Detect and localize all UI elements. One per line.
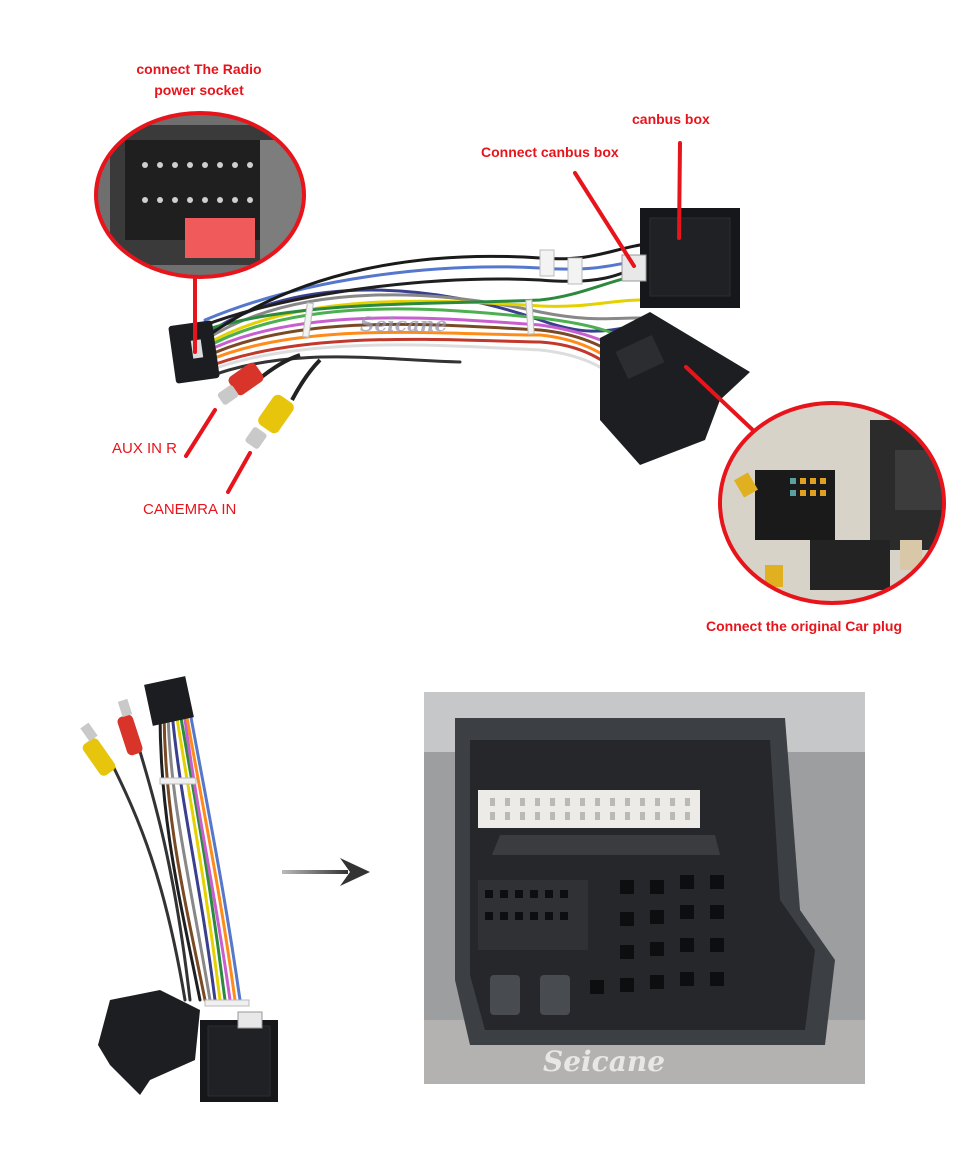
rca-camera-in	[245, 358, 322, 449]
canbus-box	[621, 208, 740, 308]
radio-socket-label: connect The Radio power socket	[114, 59, 284, 101]
radio-socket-label-line1: connect The Radio	[136, 61, 262, 77]
radio-socket-label-line2: power socket	[154, 82, 244, 98]
radio-socket-zoom-circle	[94, 111, 306, 279]
harness-photo-bottom	[80, 676, 278, 1102]
pointer-lines	[184, 141, 776, 494]
original-car-plug-label: Connect the original Car plug	[706, 618, 903, 634]
canbus-box-label: canbus box	[632, 111, 710, 127]
camera-in-label: CANEMRA IN	[143, 501, 237, 518]
watermark-logo: Seicane	[360, 312, 448, 336]
arrow-right-icon	[282, 858, 370, 886]
watermark-logo-photo: Seicane	[543, 1045, 666, 1078]
car-plug-connector	[600, 312, 750, 465]
connector-closeup-photo	[424, 692, 865, 1084]
wire-bundle-top	[203, 243, 642, 397]
aux-in-r-label: AUX IN R	[112, 440, 178, 457]
car-plug-zoom-circle	[718, 401, 946, 605]
rca-aux-in-r	[217, 353, 301, 405]
connect-canbus-box-label: Connect canbus box	[481, 144, 619, 160]
